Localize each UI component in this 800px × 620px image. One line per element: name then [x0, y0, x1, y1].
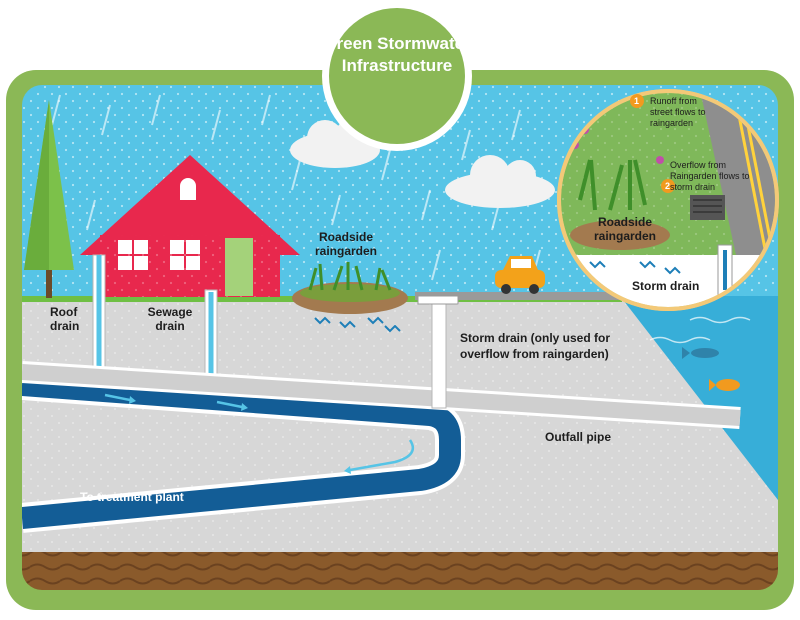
fish-dark [682, 347, 719, 359]
tree-icon [24, 100, 74, 298]
to-treatment-plant-label: To treatment plant [80, 490, 184, 504]
outfall-pipe-label: Outfall pipe [545, 430, 611, 444]
rain [51, 94, 541, 281]
inset-raingarden-label: Roadside raingarden [593, 215, 656, 243]
storm-drain-note-label: Storm drain (only used for overflow from… [460, 331, 611, 361]
pipes [22, 254, 741, 533]
car-icon [495, 256, 545, 294]
page-title: Green Stormwater Infrastructure [323, 34, 471, 75]
house-icon [80, 155, 300, 297]
inset-storm-drain-label: Storm drain [632, 279, 700, 293]
step-2-badge [661, 179, 675, 193]
inset-detail [557, 89, 779, 311]
step-1-number: 1 [634, 96, 640, 106]
sewage-drain-label: Sewage drain [147, 305, 193, 333]
cloud-left [290, 120, 380, 168]
step-2-text: Overflow from Raingarden flows to storm … [670, 160, 750, 192]
step-1-badge [630, 94, 644, 108]
raingarden-bed [292, 262, 408, 314]
title-badge [329, 8, 465, 144]
infiltration-arrows [314, 316, 401, 333]
step-2-number: 2 [665, 181, 671, 191]
cloud-right [445, 155, 555, 208]
roadside-raingarden-label: Roadside raingarden [314, 230, 377, 258]
road [415, 292, 625, 300]
roof-drain-label: Roof drain [50, 305, 80, 333]
fish-orange [709, 379, 740, 391]
step-1-text: Runoff from street flows to raingarden [650, 96, 706, 128]
water [620, 296, 778, 500]
